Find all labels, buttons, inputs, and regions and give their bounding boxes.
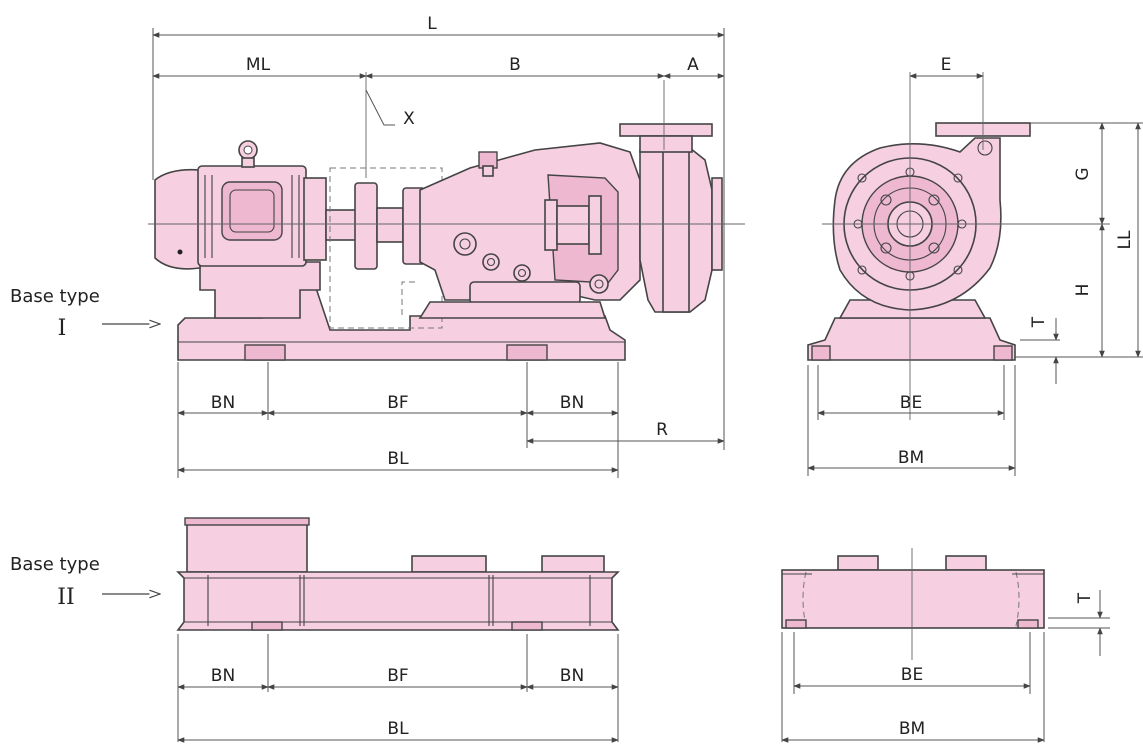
dim-label-BL-1: BL: [387, 449, 409, 469]
dim-label-BM-2: BM: [899, 719, 925, 739]
base-type-2-caption: Base type: [10, 554, 100, 575]
dim-label-BF-2: BF: [387, 666, 408, 686]
base-type-1-callout: Base type I: [10, 286, 160, 341]
dim-label-LL: LL: [1115, 230, 1135, 249]
front-view: [807, 72, 1110, 420]
base-type-2-front-dimensions: [781, 590, 1110, 743]
base-foot-right: [506, 344, 548, 361]
dim-label-BE-1: BE: [900, 393, 922, 413]
dim-label-H: H: [1073, 284, 1093, 297]
dim-label-BE-2: BE: [901, 665, 923, 685]
motor-pedestal: [199, 261, 321, 319]
base-type-1-front: [807, 317, 1016, 361]
base-type-1-caption: Base type: [10, 286, 100, 307]
dim-label-T-1: T: [1029, 316, 1049, 328]
dim-label-BL-2: BL: [387, 719, 409, 739]
dim-label-E: E: [941, 55, 952, 75]
base-type-2-side: [176, 517, 620, 631]
motor: [154, 140, 327, 270]
pump-unit: [418, 123, 723, 319]
base-type-2-callout: Base type II: [10, 554, 160, 610]
dim-label-B: B: [509, 55, 521, 75]
dim-label-G: G: [1073, 167, 1093, 180]
dim-label-A: A: [687, 55, 699, 75]
dim-label-BN-3: BN: [211, 666, 235, 686]
base-type-2-front: [781, 548, 1045, 660]
dim-label-T-2: T: [1075, 592, 1095, 604]
discharge-flange: [619, 123, 713, 137]
dim-label-BF-1: BF: [387, 393, 408, 413]
dim-label-L: L: [427, 14, 437, 34]
dim-label-ML: ML: [246, 55, 271, 75]
dim-label-BN-1: BN: [211, 393, 235, 413]
base-type-1-numeral: I: [58, 316, 67, 341]
side-view: [148, 72, 745, 361]
dim-label-BM-1: BM: [898, 448, 924, 468]
front-dimensions: [807, 73, 1143, 476]
dim-label-R: R: [656, 420, 668, 440]
side-dimensions: [152, 28, 725, 478]
base-type-2-numeral: II: [57, 585, 74, 610]
dim-label-X: X: [403, 109, 415, 129]
dim-label-BN-4: BN: [560, 666, 584, 686]
base-foot-left: [244, 344, 286, 361]
dim-label-BN-2: BN: [560, 393, 584, 413]
base-type-2-side-dimensions: [177, 634, 619, 743]
